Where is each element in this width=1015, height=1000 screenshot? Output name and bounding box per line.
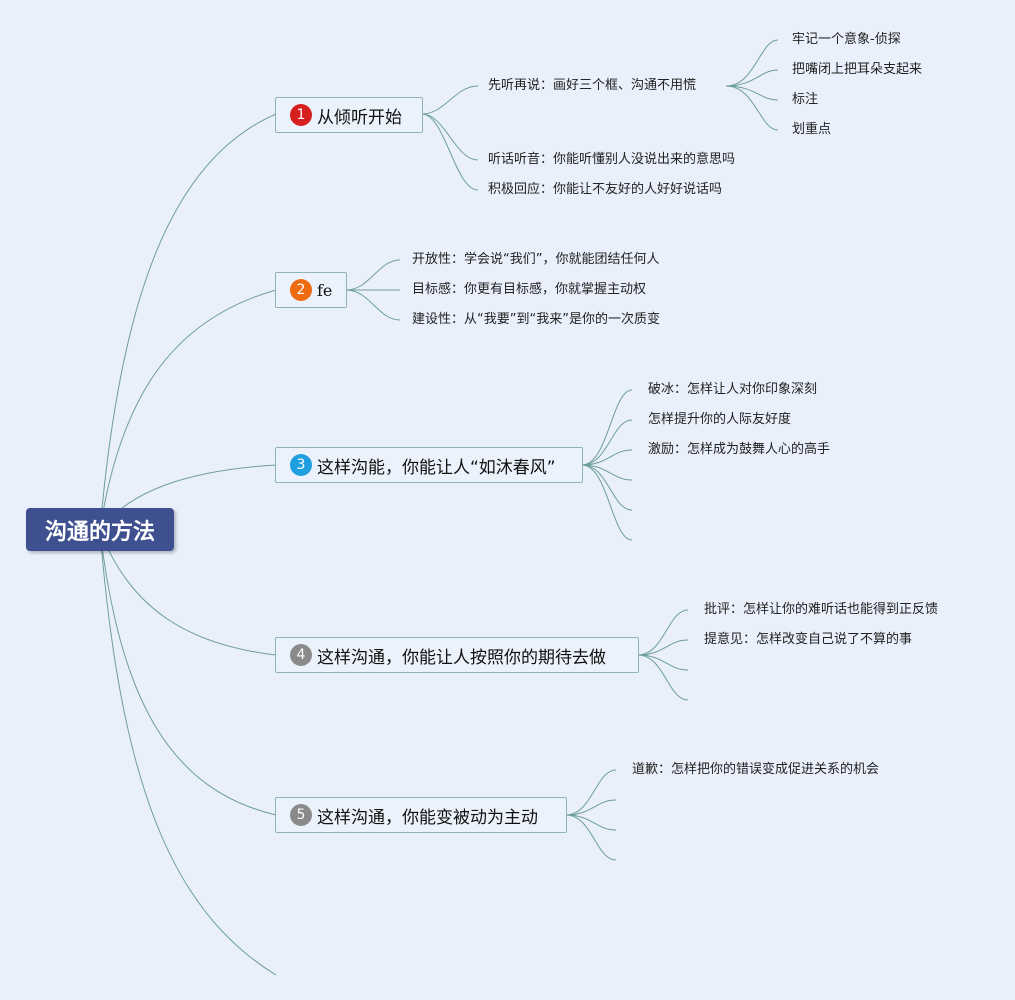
number-badge-icon: 3 [290, 454, 312, 476]
subtopic-5-1[interactable]: 道歉：怎样把你的错误变成促进关系的机会 [632, 762, 880, 777]
subtopic-3-1[interactable]: 破冰：怎样让人对你印象深刻 [648, 382, 818, 397]
subtopic-2-1[interactable]: 开放性：学会说“我们”，你就能团结任何人 [412, 252, 660, 267]
subtopic-3-3[interactable]: 激励：怎样成为鼓舞人心的高手 [648, 442, 831, 457]
subtopic-2-3[interactable]: 建设性：从“我要”到“我来”是你的一次质变 [412, 312, 660, 327]
subtopic-1-1-1[interactable]: 牢记一个意象-侦探 [792, 32, 901, 47]
topic-label: 这样沟通，你能变被动为主动 [317, 807, 538, 828]
topic-label: 从倾听开始 [317, 107, 402, 128]
subtopic-4-2[interactable]: 提意见：怎样改变自己说了不算的事 [704, 632, 913, 647]
number-badge-icon: 4 [290, 644, 312, 666]
topic-label: fe [317, 280, 333, 300]
topic-label: 这样沟通，你能让人按照你的期待去做 [317, 647, 606, 668]
root-topic-label: 沟通的方法 [44, 519, 155, 545]
topic-label: 这样沟能，你能让人“如沐春风” [317, 457, 556, 478]
topic-3[interactable]: 3 这样沟能，你能让人“如沐春风” [275, 447, 583, 483]
topic-1[interactable]: 1 从倾听开始 [275, 97, 423, 133]
subtopic-1-1-2[interactable]: 把嘴闭上把耳朵支起来 [792, 62, 923, 77]
root-topic[interactable]: 沟通的方法 [26, 508, 174, 551]
number-badge-icon: 5 [290, 804, 312, 826]
subtopic-1-2[interactable]: 听话听音：你能听懂别人没说出来的意思吗 [488, 152, 736, 167]
subtopic-3-2[interactable]: 怎样提升你的人际友好度 [648, 412, 792, 427]
subtopic-1-1-4[interactable]: 划重点 [792, 122, 832, 137]
topic-4[interactable]: 4 这样沟通，你能让人按照你的期待去做 [275, 637, 639, 673]
number-badge-icon: 1 [290, 104, 312, 126]
number-badge-icon: 2 [290, 279, 312, 301]
topic-2[interactable]: 2 fe [275, 272, 347, 308]
subtopic-4-1[interactable]: 批评：怎样让你的难听话也能得到正反馈 [704, 602, 939, 617]
subtopic-2-2[interactable]: 目标感：你更有目标感，你就掌握主动权 [412, 282, 647, 297]
subtopic-1-1-3[interactable]: 标注 [792, 92, 819, 107]
subtopic-1-1[interactable]: 先听再说：画好三个框、沟通不用慌 [488, 78, 697, 93]
topic-5[interactable]: 5 这样沟通，你能变被动为主动 [275, 797, 567, 833]
subtopic-1-3[interactable]: 积极回应：你能让不友好的人好好说话吗 [488, 182, 723, 197]
